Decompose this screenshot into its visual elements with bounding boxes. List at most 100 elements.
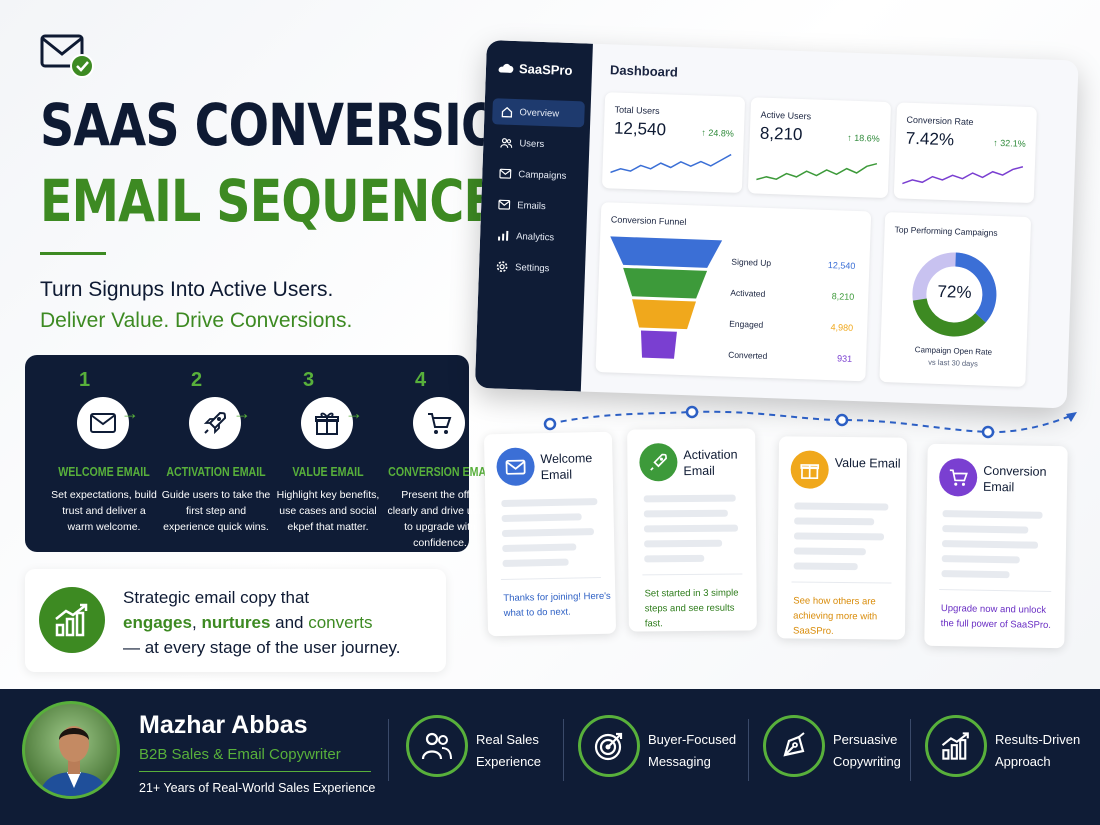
top-campaigns-card: Top Performing Campaigns 72% Campaign Op…: [879, 212, 1032, 387]
kpi-value: 7.42%: [905, 128, 955, 150]
kpi-sparkline: [610, 153, 732, 174]
badge-line1: Buyer-Focused: [648, 732, 737, 747]
placeholder-line: [643, 509, 728, 518]
funnel-stage-signed-up: [610, 236, 723, 268]
email-card-title: Welcome Email: [540, 451, 593, 483]
open-rate-donut: [912, 252, 997, 337]
kpi-label: Conversion Rate: [906, 114, 974, 128]
top-campaigns-title: Top Performing Campaigns: [894, 224, 998, 238]
funnel-value: 4,980: [830, 322, 854, 333]
divider: [388, 719, 389, 781]
author-name: Mazhar Abbas: [139, 711, 308, 739]
author-experience: 21+ Years of Real-World Sales Experience: [139, 781, 376, 795]
home-icon: [501, 106, 513, 118]
strategy-line2: engages, nurtures and converts: [123, 610, 401, 635]
step-title: CONVERSION EMAIL: [388, 465, 496, 479]
word-converts: converts: [308, 613, 373, 632]
step-description: Highlight key benefits, use cases and so…: [276, 489, 380, 533]
sidebar-item-label: Emails: [517, 199, 546, 212]
envelope-icon: [496, 447, 535, 487]
kpi-delta: ↑ 32.1%: [993, 137, 1026, 149]
funnel-label: Engaged: [729, 318, 764, 330]
kpi-label: Active Users: [760, 109, 812, 122]
strategy-line3: — at every stage of the user journey.: [123, 638, 401, 657]
placeholder-line: [941, 555, 1020, 564]
open-rate-subcaption: vs last 30 days: [928, 357, 978, 369]
word-separator: ,: [191, 613, 202, 632]
email-card-title: Activation Email: [683, 447, 738, 479]
funnel-label: Activated: [730, 287, 766, 299]
rocket-icon: [639, 443, 678, 482]
open-rate-percent: 72%: [937, 281, 972, 303]
placeholder-line: [793, 547, 866, 556]
kpi-card-total-users[interactable]: Total Users 12,540 ↑ 24.8%: [601, 92, 746, 193]
sidebar-item-emails[interactable]: Emails: [489, 191, 582, 220]
users-icon: [500, 137, 513, 148]
placeholder-line: [941, 570, 1010, 579]
tagline-secondary: Deliver Value. Drive Conversions.: [40, 309, 353, 332]
kpi-label: Total Users: [614, 104, 660, 117]
kpi-delta: ↑ 18.6%: [847, 132, 880, 144]
avatar: [22, 701, 120, 799]
sidebar-item-analytics[interactable]: Analytics: [488, 222, 581, 251]
conversion-funnel-card: Conversion Funnel Signed Up 12,540 Activ…: [595, 202, 872, 382]
handshake-icon: [406, 715, 468, 777]
author-role: B2B Sales & Email Copywriter: [139, 746, 341, 763]
growth-chart-icon: [39, 587, 105, 653]
funnel-stage-converted: [640, 330, 677, 359]
sidebar-item-label: Overview: [519, 106, 560, 120]
kpi-delta: ↑ 24.8%: [701, 127, 735, 139]
step-description: Present the offer clearly and drive user…: [387, 489, 493, 549]
placeholder-line: [502, 558, 569, 567]
kpi-card-conversion-rate[interactable]: Conversion Rate 7.42% ↑ 32.1%: [893, 102, 1037, 204]
badge-line2: Messaging: [648, 754, 711, 769]
arrow-right-icon: →: [345, 403, 363, 423]
divider: [139, 771, 371, 772]
funnel-value: 931: [836, 353, 853, 364]
email-card-activation[interactable]: Activation Email Set started in 3 simple…: [627, 428, 757, 632]
kpi-card-active-users[interactable]: Active Users 8,210 ↑ 18.6%: [747, 97, 892, 199]
placeholder-line: [501, 528, 595, 538]
dashboard-mockup: SaaSPro Overview Users Campaigns Emails …: [474, 40, 1079, 409]
step-description: Set expectations, build trust and delive…: [51, 489, 157, 533]
kpi-value: 12,540: [613, 118, 667, 140]
strategy-text: Strategic email copy that engages, nurtu…: [123, 585, 401, 660]
sidebar-item-label: Settings: [514, 261, 550, 274]
email-card-text: See how others are achieving more with S…: [792, 595, 878, 637]
journey-flow-line: [543, 405, 1077, 439]
page-title-line2: EMAIL SEQUENCE: [40, 167, 496, 235]
dashboard-title: Dashboard: [609, 62, 679, 80]
placeholder-line: [501, 513, 582, 523]
cart-icon: [413, 397, 465, 449]
email-card-conversion[interactable]: Conversion Email Upgrade now and unlock …: [924, 443, 1068, 649]
sidebar-item-label: Analytics: [515, 230, 555, 243]
dashboard-main: Dashboard Total Users 12,540 ↑ 24.8% Act…: [581, 44, 1079, 409]
sidebar-item-campaigns[interactable]: Campaigns: [490, 160, 583, 189]
email-card-welcome[interactable]: Welcome Email Thanks for joining! Here's…: [483, 431, 617, 637]
funnel-title: Conversion Funnel: [610, 214, 687, 228]
brand-logo: SaaSPro: [498, 60, 573, 78]
email-card-value[interactable]: Value Email See how others are achieving…: [776, 436, 908, 640]
funnel-chart: [610, 236, 723, 359]
sidebar-item-overview[interactable]: Overview: [492, 98, 585, 128]
gear-icon: [496, 261, 508, 273]
donut-segment-secondary: [912, 252, 997, 337]
sidebar-item-settings[interactable]: Settings: [487, 253, 580, 282]
placeholder-line: [794, 517, 875, 526]
badge-line2: Experience: [476, 754, 542, 769]
brand-name: SaaSPro: [518, 61, 573, 78]
divider: [748, 719, 749, 781]
sidebar-item-users[interactable]: Users: [491, 129, 584, 158]
kpi-sparkline: [901, 166, 1024, 185]
funnel-value: 8,210: [831, 291, 855, 302]
campaigns-icon: [499, 168, 512, 179]
cart-icon: [938, 458, 978, 497]
step-number: 2: [191, 369, 203, 391]
donut-segment-primary: [912, 252, 997, 337]
step-title: VALUE EMAIL: [292, 465, 364, 479]
divider: [791, 581, 892, 584]
badge-line2: Copywriting: [833, 754, 901, 769]
divider: [642, 573, 743, 576]
email-card-text: Set started in 3 simple steps and see re…: [644, 587, 739, 630]
arrow-right-icon: →: [233, 403, 251, 423]
